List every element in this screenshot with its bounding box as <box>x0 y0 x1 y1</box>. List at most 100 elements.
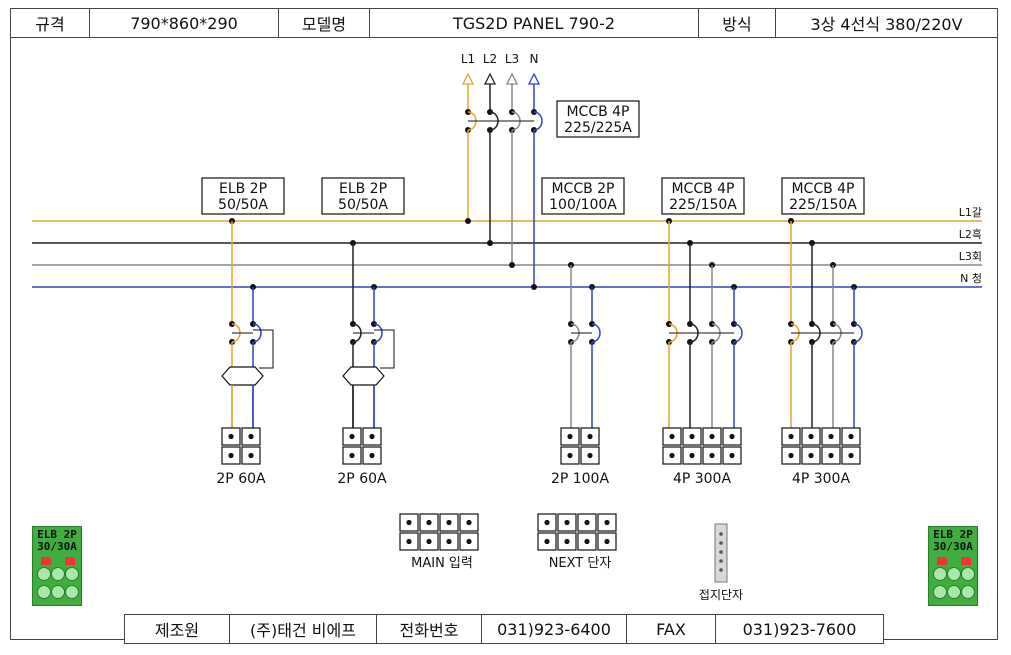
branch-breaker-label-4-line1: MCCB 4P <box>671 181 734 197</box>
ground-screw-icon <box>719 541 723 545</box>
method-label: 방식 <box>698 8 776 38</box>
socket-hole-icon <box>37 567 51 581</box>
terminal-screw-icon <box>604 538 610 545</box>
phase-label-n: N <box>530 52 539 66</box>
terminal-screw-icon <box>228 452 234 459</box>
right-elb-line1: ELB 2P <box>933 528 973 541</box>
bus-label-l2: L2흑 <box>959 227 982 241</box>
terminal-screw-icon <box>729 433 735 440</box>
socket-hole-icon <box>37 585 51 599</box>
branch-breaker-label-2-line1: ELB 2P <box>339 181 387 197</box>
branch-breaker-label-2-line2: 50/50A <box>338 197 388 213</box>
branch-breaker-label-3-line1: MCCB 2P <box>551 181 614 197</box>
socket-hole-icon <box>65 585 79 599</box>
bus-label-n: N 청 <box>960 272 982 285</box>
branch-breaker-label-4-line2: 225/150A <box>669 197 737 213</box>
branch-breaker-label-3-box <box>541 177 625 215</box>
left-elb-line2: 30/30A <box>37 540 77 553</box>
terminal-screw-icon <box>544 538 550 545</box>
next-terminal-block <box>537 513 617 551</box>
main-input-label: MAIN 입력 <box>411 556 473 571</box>
terminal-screw-icon <box>349 433 355 440</box>
terminal-screw-icon <box>669 433 675 440</box>
branch-breaker-label-4-box <box>661 177 745 215</box>
bus-label-l1: L1갈 <box>959 205 982 219</box>
terminal-screw-icon <box>544 519 550 526</box>
zct-sensor-icon <box>221 366 264 386</box>
ground-screw-icon <box>719 559 723 563</box>
output-terminal-block-2 <box>342 427 382 465</box>
terminal-screw-icon <box>709 433 715 440</box>
output-label-1: 2P 60A <box>216 471 266 487</box>
junction-dot <box>465 218 471 224</box>
output-terminal-block-3 <box>560 427 600 465</box>
branch-breaker-label-2-box <box>321 177 405 215</box>
main-input-terminal-block <box>399 513 479 551</box>
model-value: TGS2D PANEL 790-2 <box>369 8 699 38</box>
left-elb-line1: ELB 2P <box>37 528 77 541</box>
terminal-screw-icon <box>369 452 375 459</box>
terminal-screw-icon <box>406 538 412 545</box>
socket-hole-icon <box>961 585 975 599</box>
maker-footer-table: 제조원 (주)태건 비에프 전화번호 031)923-6400 FAX 031)… <box>124 614 884 644</box>
terminal-screw-icon <box>689 452 695 459</box>
terminal-screw-icon <box>369 433 375 440</box>
trip-button-icon <box>65 557 75 565</box>
terminal-screw-icon <box>848 452 854 459</box>
branch-breaker-label-5-line1: MCCB 4P <box>791 181 854 197</box>
phase-arrow-icon <box>461 72 475 85</box>
terminal-screw-icon <box>228 433 234 440</box>
ground-screw-icon <box>719 550 723 554</box>
terminal-screw-icon <box>788 433 794 440</box>
breaker-pole-arc <box>591 323 601 343</box>
trip-button-icon <box>961 557 971 565</box>
phase-label-l3: L3 <box>505 52 519 66</box>
terminal-screw-icon <box>709 452 715 459</box>
terminal-screw-icon <box>446 519 452 526</box>
right-elb-line2: 30/30A <box>933 540 973 553</box>
trip-button-icon <box>41 557 51 565</box>
socket-hole-icon <box>51 585 65 599</box>
branch-breaker-label-5-line2: 225/150A <box>789 197 857 213</box>
phone-label: 전화번호 <box>376 614 482 644</box>
terminal-screw-icon <box>689 433 695 440</box>
terminal-screw-icon <box>584 538 590 545</box>
terminal-screw-icon <box>564 538 570 545</box>
terminal-screw-icon <box>604 519 610 526</box>
terminal-screw-icon <box>828 433 834 440</box>
terminal-screw-icon <box>567 452 573 459</box>
socket-hole-icon <box>947 567 961 581</box>
socket-hole-icon <box>65 567 79 581</box>
breaker-pole-arc <box>853 323 863 343</box>
terminal-screw-icon <box>587 433 593 440</box>
socket-hole-icon <box>933 585 947 599</box>
phone-value: 031)923-6400 <box>481 614 627 644</box>
output-label-4: 4P 300A <box>673 471 732 487</box>
method-value: 3상 4선식 380/220V <box>775 8 998 38</box>
fax-value: 031)923-7600 <box>715 614 884 644</box>
terminal-screw-icon <box>567 433 573 440</box>
fax-label: FAX <box>626 614 716 644</box>
junction-dot <box>509 262 515 268</box>
branch-breaker-label-3-line2: 100/100A <box>549 197 617 213</box>
terminal-screw-icon <box>848 433 854 440</box>
socket-hole-icon <box>947 585 961 599</box>
ground-terminal-label: 접지단자 <box>699 588 743 602</box>
socket-hole-icon <box>933 567 947 581</box>
phase-label-l2: L2 <box>483 52 497 66</box>
spec-label: 규격 <box>10 8 90 38</box>
maker-value: (주)태건 비에프 <box>229 614 377 644</box>
socket-hole-icon <box>51 567 65 581</box>
terminal-screw-icon <box>564 519 570 526</box>
bus-label-l3: L3회 <box>959 250 982 263</box>
phase-arrow-icon <box>483 72 497 85</box>
terminal-screw-icon <box>248 452 254 459</box>
terminal-screw-icon <box>808 452 814 459</box>
elb-test-loop <box>374 329 395 369</box>
terminal-screw-icon <box>828 452 834 459</box>
branch-breaker-label-1-box <box>201 177 285 215</box>
trip-button-icon <box>937 557 947 565</box>
